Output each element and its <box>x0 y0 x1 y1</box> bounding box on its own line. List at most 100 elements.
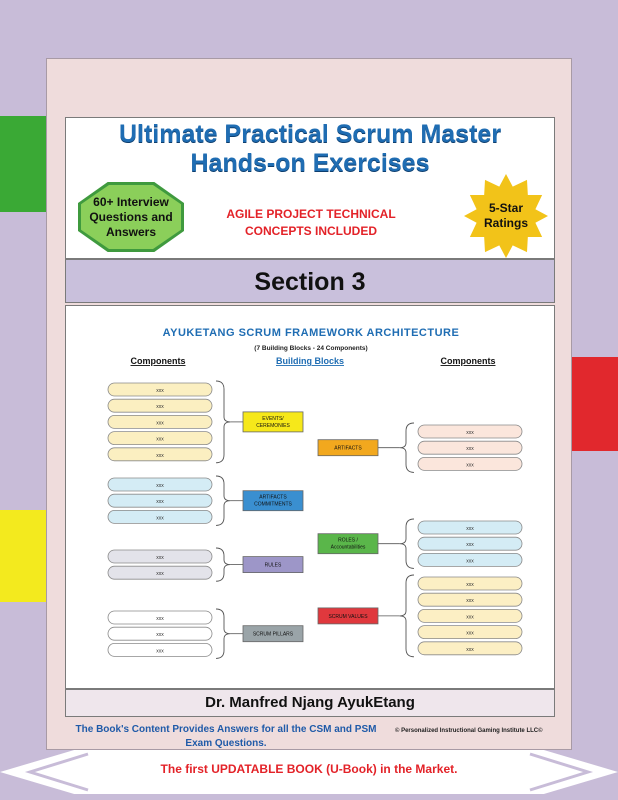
component-label: xxx <box>466 558 474 564</box>
component-label: xxx <box>156 499 164 505</box>
rating-star-badge: 5-Star Ratings <box>464 174 548 258</box>
component-pill <box>417 592 523 607</box>
component-label: xxx <box>156 632 164 638</box>
component-label: xxx <box>466 631 474 637</box>
component-label: xxx <box>156 388 164 394</box>
interview-badge: 60+ Interview Questions and Answers <box>81 185 181 249</box>
component-label: xxx <box>466 430 474 436</box>
component-pill <box>417 641 523 656</box>
component-pill <box>417 576 523 591</box>
group-bracket <box>399 518 415 569</box>
rating-line: Ratings <box>483 216 528 230</box>
component-pill <box>107 493 213 508</box>
building-block-label: COMMITMENTS <box>254 502 292 508</box>
component-pill <box>417 520 523 535</box>
component-pill <box>417 625 523 640</box>
group-bracket <box>215 608 231 659</box>
building-block-label: ARTIFACTS <box>259 495 287 501</box>
building-block <box>242 625 304 643</box>
technical-concepts-note: AGILE PROJECT TECHNICAL CONCEPTS INCLUDE… <box>216 206 406 240</box>
interview-badge-line: 60+ Interview <box>93 194 169 209</box>
building-blocks-heading: Building Blocks <box>276 356 344 366</box>
component-pill <box>107 382 213 397</box>
component-label: xxx <box>156 453 164 459</box>
component-label: xxx <box>466 647 474 653</box>
copyright: © Personalized Instructional Gaming Inst… <box>395 728 543 734</box>
component-label: xxx <box>466 614 474 620</box>
component-pill <box>107 626 213 641</box>
component-label: xxx <box>156 420 164 426</box>
ribbon-arrow-left-icon <box>24 752 89 792</box>
components-heading-right: Components <box>441 356 496 366</box>
component-label: xxx <box>466 462 474 468</box>
components-heading-left: Components <box>131 356 186 366</box>
author-name: Dr. Manfred Njang AyukEtang <box>65 689 555 717</box>
component-label: xxx <box>466 526 474 532</box>
side-tab-green <box>0 116 46 212</box>
building-block <box>242 556 304 574</box>
component-label: xxx <box>156 648 164 654</box>
building-block-label: Accountabilities <box>331 545 366 551</box>
component-pill <box>107 431 213 445</box>
group-bracket <box>215 380 231 464</box>
component-pill <box>107 610 213 625</box>
section-heading: Section 3 <box>65 259 555 303</box>
building-block-label: SCRUM VALUES <box>328 614 368 620</box>
note-line: CONCEPTS INCLUDED <box>244 224 377 238</box>
component-label: xxx <box>156 515 164 521</box>
component-pill <box>107 415 213 429</box>
rating-line: 5-Star <box>488 201 523 215</box>
building-block-label: RULES <box>265 563 282 569</box>
group-bracket <box>399 574 415 658</box>
component-label: xxx <box>466 542 474 548</box>
book-cover: Ultimate Practical Scrum Master Hands-on… <box>46 58 572 750</box>
side-tab-yellow <box>0 510 46 602</box>
diagram-canvas: AYUKETANG SCRUM FRAMEWORK ARCHITECTURE (… <box>107 327 523 659</box>
note-line: AGILE PROJECT TECHNICAL <box>226 207 396 221</box>
interview-badge-line: Answers <box>105 224 157 239</box>
component-pill <box>417 536 523 551</box>
component-label: xxx <box>156 555 164 561</box>
component-pill <box>107 447 213 462</box>
diagram-marks: xxxxxxxxxxxxxxxEVENTS/CEREMONIESxxxxxxxx… <box>107 380 523 659</box>
ribbon-text: The first UPDATABLE BOOK (U-Book) in the… <box>160 762 458 776</box>
component-label: xxx <box>156 404 164 410</box>
group-bracket <box>399 422 415 473</box>
ribbon-arrows <box>24 752 594 792</box>
title-line-2: Hands-on Exercises <box>190 149 430 177</box>
building-block <box>317 533 379 555</box>
title-line-1: Ultimate Practical Scrum Master <box>118 120 502 148</box>
component-label: xxx <box>156 616 164 622</box>
building-block <box>317 607 379 625</box>
component-pill <box>107 565 213 580</box>
architecture-diagram: AYUKETANG SCRUM FRAMEWORK ARCHITECTURE (… <box>65 305 555 689</box>
component-pill <box>107 398 213 413</box>
component-label: xxx <box>466 446 474 452</box>
component-label: xxx <box>156 483 164 489</box>
building-block <box>317 439 379 457</box>
building-block-label: CEREMONIES <box>256 423 290 429</box>
building-block-label: ROLES / <box>338 538 358 544</box>
component-label: xxx <box>156 571 164 577</box>
ribbon-arrow-right-icon <box>529 752 594 792</box>
component-pill <box>417 424 523 439</box>
building-block <box>242 490 304 512</box>
group-bracket <box>215 475 231 526</box>
interview-badge-line: Questions and <box>89 209 173 224</box>
building-block <box>242 411 304 433</box>
component-pill <box>417 552 523 567</box>
diagram-subtitle: (7 Building Blocks - 24 Components) <box>254 345 367 352</box>
component-pill <box>107 509 213 524</box>
bottom-ribbon <box>0 750 618 794</box>
component-label: xxx <box>466 582 474 588</box>
footer-line: The Book's Content Provides Answers for … <box>75 724 377 735</box>
component-label: xxx <box>466 598 474 604</box>
component-pill <box>417 456 523 471</box>
footer-note: The Book's Content Provides Answers for … <box>47 723 405 751</box>
component-pill <box>417 440 523 455</box>
component-pill <box>107 477 213 492</box>
diagram-title: AYUKETANG SCRUM FRAMEWORK ARCHITECTURE <box>163 327 460 339</box>
book-title: Ultimate Practical Scrum Master Hands-on… <box>66 120 554 178</box>
header-box: Ultimate Practical Scrum Master Hands-on… <box>65 117 555 259</box>
footer-line: Exam Questions. <box>185 738 267 749</box>
